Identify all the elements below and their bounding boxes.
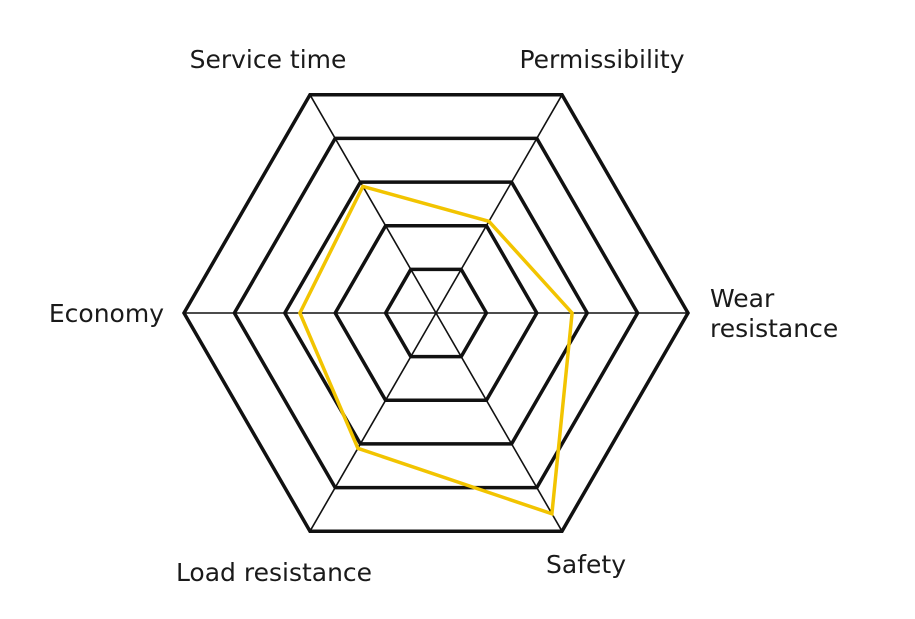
axis-label-service: Service time bbox=[190, 45, 347, 74]
axis-spoke-load bbox=[309, 312, 437, 532]
axis-label-permissibility: Permissibility bbox=[519, 45, 684, 74]
radar-series bbox=[297, 184, 574, 517]
axis-spoke-permissibility bbox=[435, 94, 563, 314]
axis-spoke-service bbox=[309, 94, 437, 314]
axis-label-economy: Economy bbox=[49, 299, 164, 328]
axis-label-load-line-1: Load resistance bbox=[176, 558, 372, 587]
axis-label-safety: Safety bbox=[546, 550, 626, 579]
axis-spoke-safety bbox=[435, 312, 563, 532]
axis-label-load: Load resistance bbox=[176, 558, 372, 587]
axis-label-safety-line-1: Safety bbox=[546, 550, 626, 579]
axis-label-wear-line-1: Wear bbox=[710, 284, 775, 313]
radar-grid bbox=[181, 93, 691, 533]
axis-label-permissibility-line-1: Permissibility bbox=[519, 45, 684, 74]
axis-label-wear-line-2: resistance bbox=[710, 314, 838, 343]
axis-label-economy-line-1: Economy bbox=[49, 299, 164, 328]
axis-label-service-line-1: Service time bbox=[190, 45, 347, 74]
series-polygon-1 bbox=[297, 184, 574, 517]
